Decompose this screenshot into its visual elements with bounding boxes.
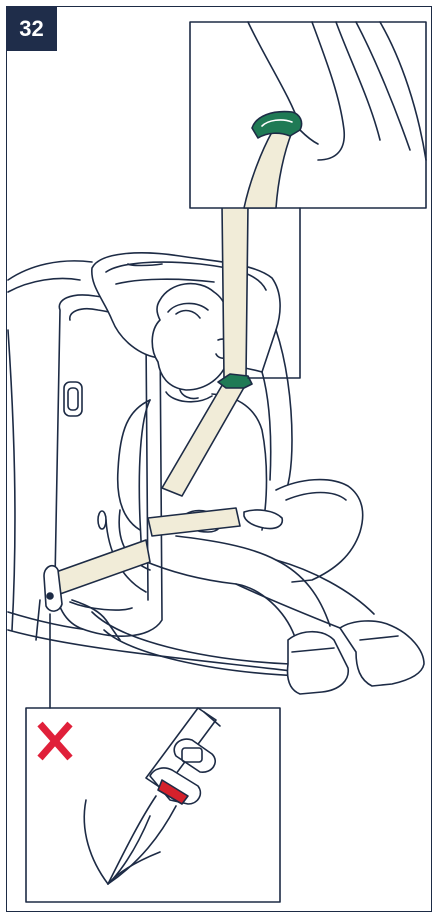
callout-buckle-wrong — [26, 614, 280, 902]
